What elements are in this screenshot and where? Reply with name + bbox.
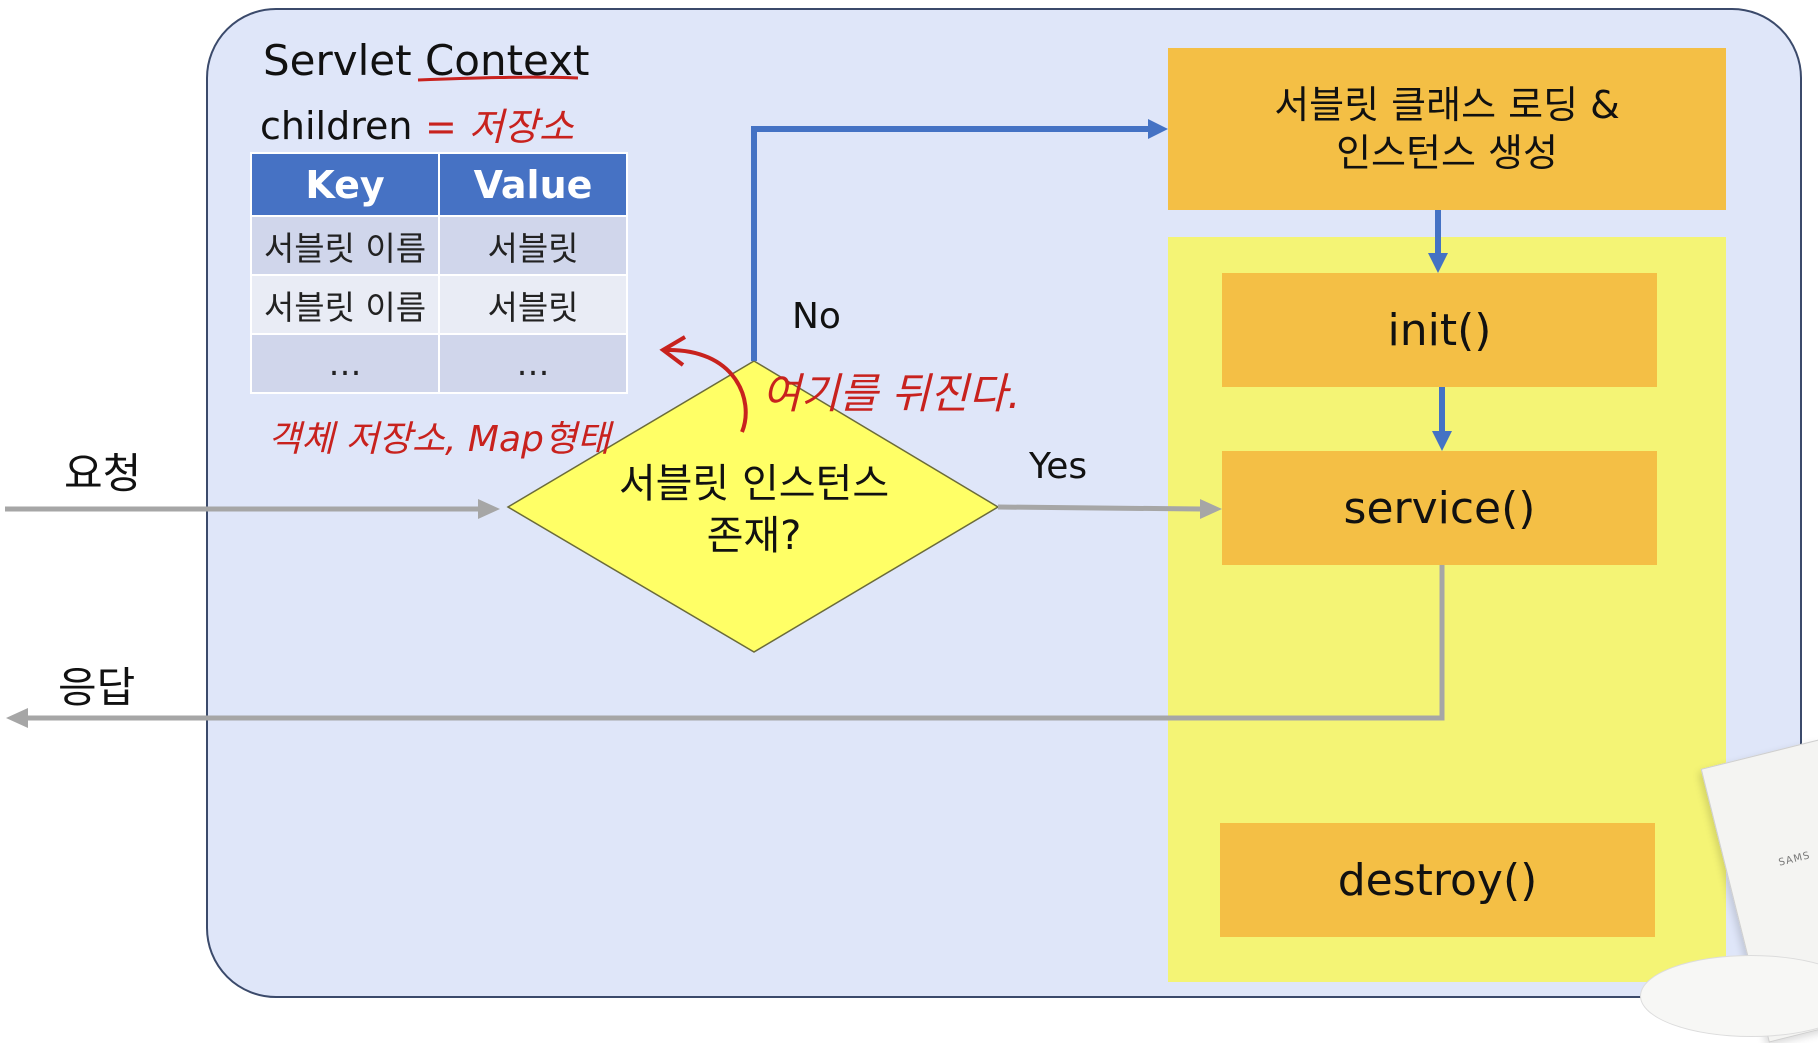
no-arrowhead	[1148, 119, 1168, 139]
init-to-service-arrowhead	[1432, 431, 1452, 451]
class-loading-line2: 인스턴스 생성	[1336, 131, 1558, 175]
flow-connectors	[5, 75, 1452, 728]
no-arrow	[751, 126, 1150, 361]
cell-key: 서블릿 이름	[250, 274, 440, 335]
yes-label: Yes	[1029, 446, 1088, 487]
response-arrow	[26, 565, 1445, 721]
decision-line2: 존재?	[706, 513, 802, 559]
decision-line1: 서블릿 인스턴스	[618, 461, 890, 507]
annotation-storage: = 저장소	[425, 105, 574, 149]
response-arrowhead	[6, 708, 28, 728]
service-box: service()	[1222, 451, 1657, 565]
cell-value: 서블릿	[438, 215, 628, 276]
request-arrowhead	[478, 499, 500, 519]
curved-pointer-mark	[664, 347, 748, 433]
cell-key: 서블릿 이름	[250, 215, 440, 276]
table-row: 서블릿 이름 서블릿	[250, 274, 628, 335]
cell-value: …	[438, 333, 628, 394]
response-label: 응답	[58, 663, 136, 712]
underline-context-mark	[417, 75, 579, 82]
cell-key: …	[250, 333, 440, 394]
decision-diamond	[506, 360, 1000, 653]
request-label: 요청	[64, 449, 142, 498]
class-loading-line1: 서블릿 클래스 로딩 &	[1274, 83, 1620, 127]
children-label: children	[260, 104, 413, 148]
header-key: Key	[250, 152, 440, 217]
header-value: Value	[438, 152, 628, 217]
device-brand: SAMS	[1777, 850, 1812, 869]
load-to-init-arrowhead	[1428, 253, 1448, 273]
table-row: … …	[250, 333, 628, 394]
table-header-row: Key Value	[250, 152, 628, 217]
yes-arrowhead	[1200, 499, 1222, 519]
annotation-object-storage: 객체 저장소, Map형태	[268, 419, 611, 460]
destroy-label: destroy()	[1337, 854, 1538, 906]
init-box: init()	[1222, 273, 1657, 387]
cell-value: 서블릿	[438, 274, 628, 335]
table-row: 서블릿 이름 서블릿	[250, 215, 628, 276]
class-loading-box: 서블릿 클래스 로딩 & 인스턴스 생성	[1168, 48, 1726, 210]
init-label: init()	[1387, 304, 1492, 356]
service-label: service()	[1343, 482, 1536, 534]
decision-text: 서블릿 인스턴스 존재?	[580, 458, 928, 562]
pointer-head-mark	[659, 335, 687, 367]
annotation-search-here: 여기를 뒤진다.	[762, 369, 1021, 418]
servlet-map-table: Key Value 서블릿 이름 서블릿 서블릿 이름 서블릿 … …	[250, 152, 628, 394]
destroy-box: destroy()	[1220, 823, 1655, 937]
no-label: No	[792, 296, 841, 337]
yes-arrow	[997, 504, 1201, 512]
